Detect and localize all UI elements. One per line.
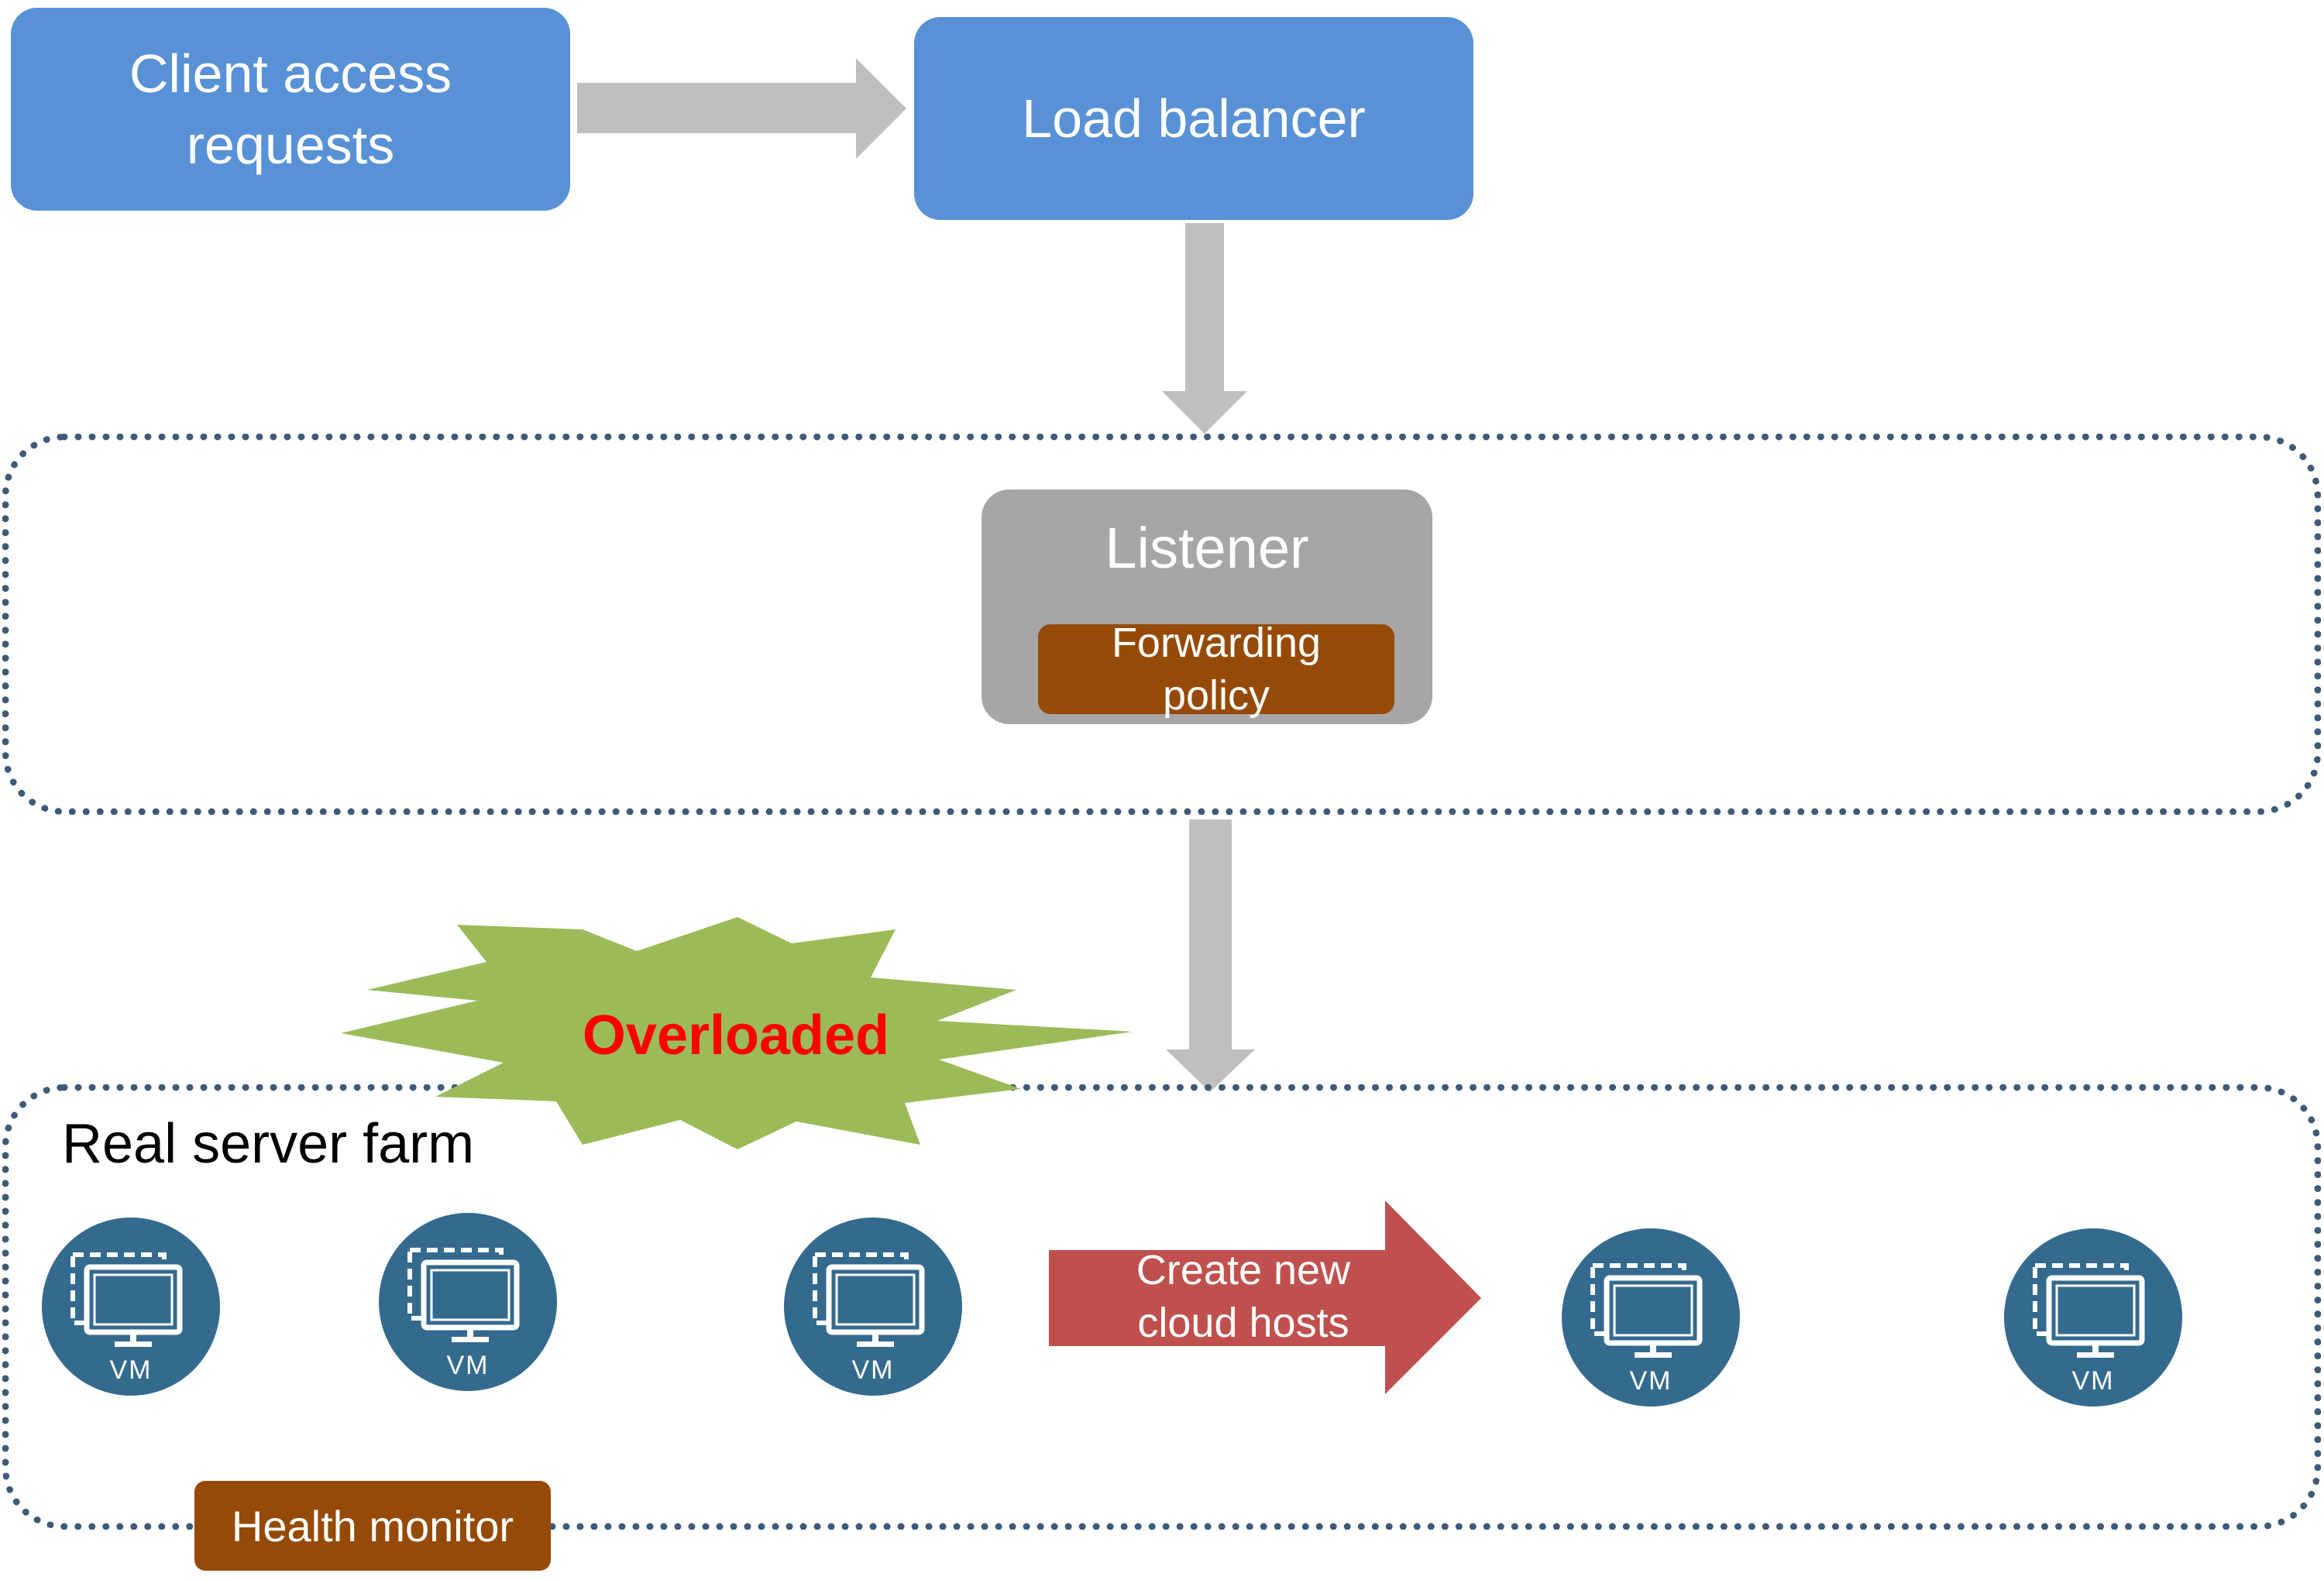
overloaded-label: Overloaded — [582, 1005, 890, 1066]
monitor-icon — [407, 1248, 520, 1342]
arrow-listener-to-farm — [1166, 819, 1255, 1092]
monitor-icon — [813, 1252, 925, 1347]
vm-label: VM — [1629, 1366, 1673, 1396]
forwarding-policy-label: Forwarding policy — [1111, 620, 1322, 719]
monitor-icon — [1590, 1263, 1703, 1358]
monitor-icon — [70, 1252, 183, 1347]
arrow-lb-to-listener — [1162, 223, 1247, 434]
load-balancer-box: Load balancer — [914, 17, 1473, 220]
vm-icon-1: VM — [42, 1218, 220, 1396]
create-hosts-label: Create new cloud hosts — [1136, 1247, 1351, 1346]
health-monitor-label: Health monitor — [231, 1501, 514, 1551]
server-farm-label: Real server farm — [59, 1112, 478, 1176]
health-monitor-box: Health monitor — [194, 1481, 551, 1571]
red-arrow-shape — [1049, 1200, 1481, 1394]
server-farm-region — [2, 1084, 2321, 1530]
vm-icon-3: VM — [784, 1218, 962, 1396]
listener-region — [2, 434, 2321, 815]
client-requests-label: Client access requests — [129, 43, 452, 175]
vm-label: VM — [109, 1355, 153, 1385]
forwarding-policy-box — [1038, 624, 1394, 714]
monitor-icon — [2033, 1263, 2145, 1358]
vm-label: VM — [851, 1355, 895, 1385]
listener-label: Listener — [1105, 516, 1309, 580]
client-requests-box: Client access requests — [11, 8, 570, 211]
starburst-shape — [341, 917, 1133, 1149]
load-balancer-label: Load balancer — [1022, 88, 1366, 149]
vm-icon-5: VM — [2004, 1228, 2182, 1407]
vm-label: VM — [2071, 1366, 2115, 1396]
vm-label: VM — [446, 1351, 490, 1380]
vm-icon-2: VM — [379, 1213, 557, 1391]
vm-icon-4: VM — [1562, 1228, 1740, 1407]
arrow-client-to-lb — [577, 58, 906, 159]
